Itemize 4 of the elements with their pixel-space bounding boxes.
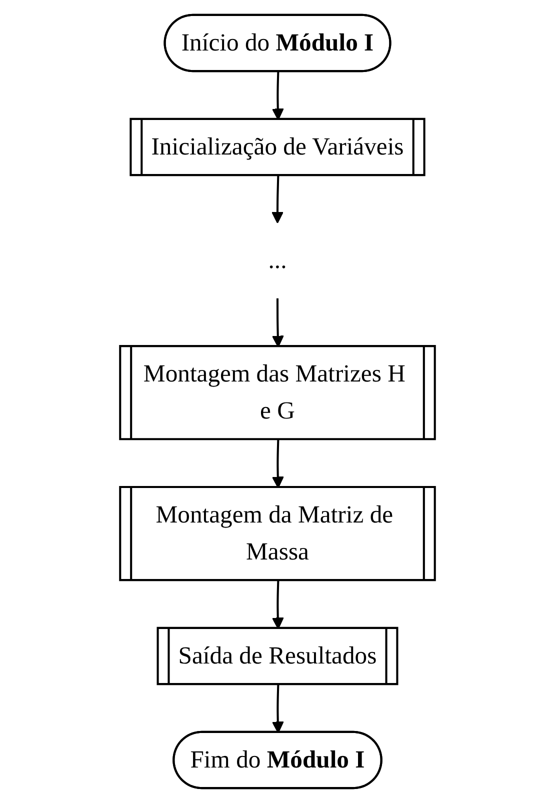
arrow [271,176,284,224]
arrow [272,298,284,348]
node-text: ... [268,246,287,274]
arrow [272,440,284,488]
